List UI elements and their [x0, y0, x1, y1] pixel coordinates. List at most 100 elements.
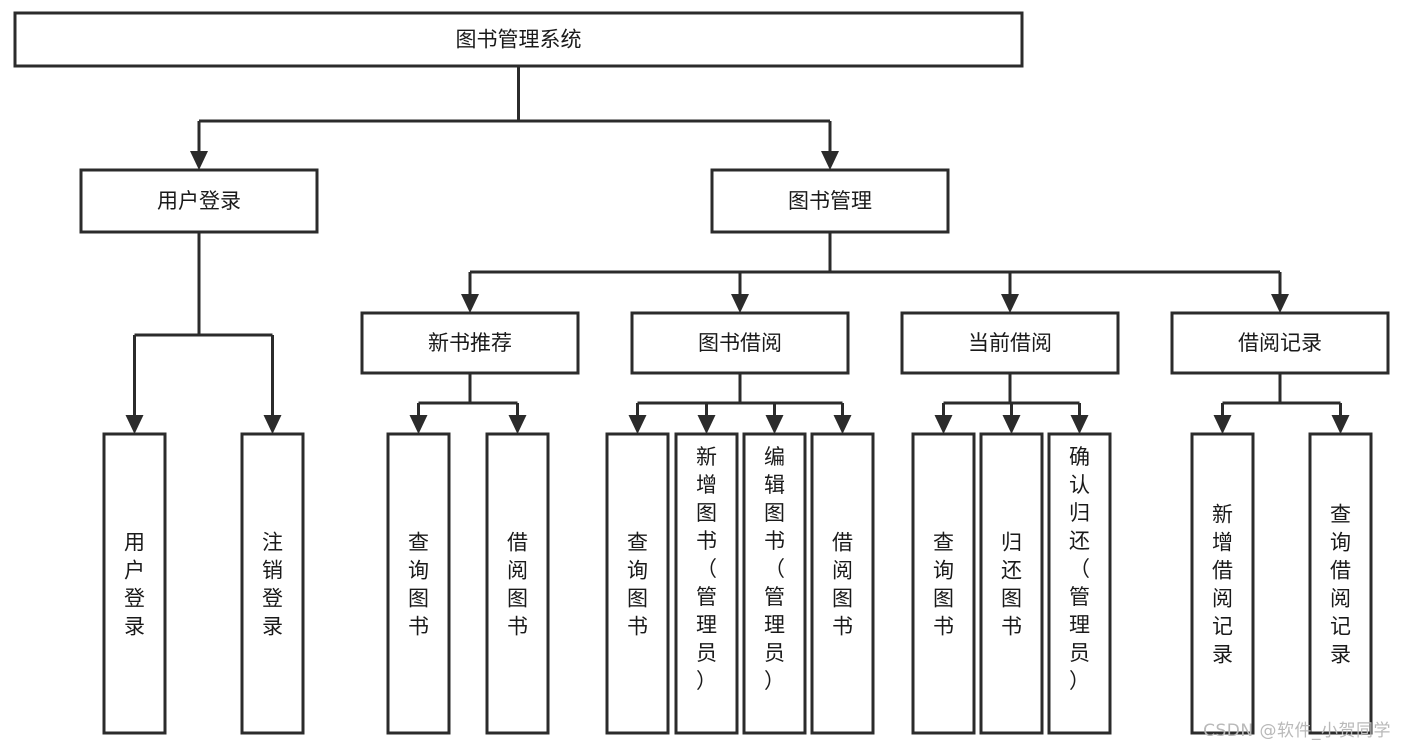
node-box-new-book-recommend[interactable] [360, 311, 580, 375]
node-box-leaf-user-login[interactable] [102, 432, 167, 735]
node-label-leaf-add-book-char: 管 [696, 585, 717, 609]
arrow-head-icon [1271, 294, 1289, 313]
node-label-leaf-query-book-2-char: 图 [627, 586, 648, 610]
node-label-leaf-edit-book-char: 书 [764, 529, 785, 553]
node-label-leaf-borrow-book-1-char: 书 [507, 614, 528, 638]
arrow-head-icon [731, 294, 749, 313]
arrow-head-icon [1213, 415, 1232, 434]
node-label-leaf-user-login-char: 录 [124, 614, 145, 638]
node-label-leaf-logout-char: 注 [262, 530, 283, 554]
arrow-head-icon [409, 415, 428, 434]
node-label-leaf-add-record-char: 增 [1212, 530, 1233, 554]
node-label-leaf-query-book-1-char: 书 [408, 614, 429, 638]
arrow-head-icon [697, 415, 716, 434]
node-box-leaf-query-book-2[interactable] [605, 432, 670, 735]
node-box-leaf-borrow-book-2[interactable] [810, 432, 875, 735]
node-label-leaf-confirm-return-char: 员 [1069, 641, 1090, 665]
node-label-leaf-query-record-char: 阅 [1330, 586, 1351, 610]
node-box-leaf-borrow-book-1[interactable] [485, 432, 550, 735]
node-box-borrow-records[interactable] [1170, 311, 1390, 375]
node-label-leaf-return-book-char: 书 [1001, 614, 1022, 638]
node-label-leaf-query-record-char: 查 [1330, 502, 1351, 526]
node-label-leaf-confirm-return-char: 管 [1069, 585, 1090, 609]
arrow-head-icon [190, 151, 208, 170]
node-label-leaf-borrow-book-1-char: 阅 [507, 558, 528, 582]
node-box-book-borrow[interactable] [630, 311, 850, 375]
csdn-watermark: CSDN @软件_小贺同学 [1203, 721, 1391, 741]
node-box-leaf-query-book-1[interactable] [386, 432, 451, 735]
node-label-leaf-query-book-3-char: 查 [933, 530, 954, 554]
node-label-leaf-confirm-return-char: 理 [1069, 613, 1090, 637]
node-label-leaf-query-book-1-char: 询 [408, 558, 429, 582]
node-box-root[interactable] [13, 11, 1024, 68]
node-label-leaf-add-book-char: 书 [696, 529, 717, 553]
node-label-leaf-add-record-char: 录 [1212, 642, 1233, 666]
node-label-leaf-user-login-char: 登 [124, 586, 145, 610]
arrow-head-icon [508, 415, 527, 434]
node-box-leaf-add-record[interactable] [1190, 432, 1255, 735]
arrow-head-icon [1001, 294, 1019, 313]
node-box-current-borrow[interactable] [900, 311, 1120, 375]
node-label-leaf-add-book-char: 理 [696, 613, 717, 637]
node-label-new-book-recommend: 新书推荐 [428, 331, 512, 355]
arrow-head-icon [461, 294, 479, 313]
node-label-leaf-query-book-2-char: 查 [627, 530, 648, 554]
node-label-leaf-borrow-book-2-char: 借 [832, 530, 853, 554]
node-label-leaf-query-book-3-char: 询 [933, 558, 954, 582]
arrow-head-icon [1070, 415, 1089, 434]
node-label-leaf-add-book-char: 新 [696, 445, 717, 469]
node-label-leaf-query-book-2-char: 询 [627, 558, 648, 582]
node-label-leaf-add-record-char: 借 [1212, 558, 1233, 582]
node-box-leaf-logout[interactable] [240, 432, 305, 735]
node-label-leaf-add-record-char: 新 [1212, 502, 1233, 526]
node-label-leaf-confirm-return-char: ） [1069, 669, 1090, 693]
arrow-head-icon [628, 415, 647, 434]
node-label-leaf-return-book-char: 归 [1001, 530, 1022, 554]
node-label-root: 图书管理系统 [456, 28, 582, 52]
node-label-leaf-query-book-1-char: 图 [408, 586, 429, 610]
node-layer: 图书管理系统用户登录图书管理新书推荐图书借阅当前借阅借阅记录用户登录注销登录查询… [13, 11, 1390, 735]
node-label-leaf-edit-book-char: ） [764, 669, 785, 693]
node-label-leaf-add-book-char: 图 [696, 501, 717, 525]
node-box-user-login[interactable] [79, 168, 319, 234]
node-label-leaf-add-book-char: 增 [696, 473, 717, 497]
node-box-book-management[interactable] [710, 168, 950, 234]
node-label-leaf-borrow-book-1-char: 借 [507, 530, 528, 554]
arrow-head-icon [263, 415, 282, 434]
arrow-head-icon [934, 415, 953, 434]
node-label-leaf-query-record-char: 录 [1330, 642, 1351, 666]
node-label-leaf-query-book-3-char: 图 [933, 586, 954, 610]
node-label-leaf-query-record-char: 记 [1330, 614, 1351, 638]
node-label-current-borrow: 当前借阅 [968, 331, 1052, 355]
node-label-leaf-edit-book-char: 图 [764, 501, 785, 525]
node-label-leaf-logout-char: 登 [262, 586, 283, 610]
arrow-head-icon [765, 415, 784, 434]
arrow-head-icon [1331, 415, 1350, 434]
node-box-leaf-edit-book[interactable] [742, 432, 807, 735]
node-label-user-login: 用户登录 [157, 189, 241, 213]
connector-layer [125, 66, 1350, 434]
node-box-leaf-return-book[interactable] [979, 432, 1044, 735]
node-label-leaf-add-record-char: 记 [1212, 614, 1233, 638]
node-box-leaf-query-record[interactable] [1308, 432, 1373, 735]
arrow-head-icon [833, 415, 852, 434]
node-label-leaf-edit-book-char: 员 [764, 641, 785, 665]
node-label-leaf-query-book-1-char: 查 [408, 530, 429, 554]
node-box-leaf-query-book-3[interactable] [911, 432, 976, 735]
node-label-borrow-records: 借阅记录 [1238, 331, 1322, 355]
node-label-leaf-query-book-2-char: 书 [627, 614, 648, 638]
node-label-leaf-edit-book-char: （ [764, 557, 785, 581]
node-label-leaf-edit-book-char: 理 [764, 613, 785, 637]
node-label-leaf-query-record-char: 借 [1330, 558, 1351, 582]
node-label-leaf-logout-char: 销 [262, 558, 283, 582]
node-label-book-management: 图书管理 [788, 189, 872, 213]
node-label-leaf-confirm-return-char: （ [1069, 557, 1090, 581]
node-box-leaf-confirm-return[interactable] [1047, 432, 1112, 735]
node-label-leaf-return-book-char: 图 [1001, 586, 1022, 610]
node-label-leaf-borrow-book-2-char: 图 [832, 586, 853, 610]
node-label-leaf-user-login-char: 用 [124, 530, 145, 554]
node-box-leaf-add-book[interactable] [674, 432, 739, 735]
node-label-leaf-add-book-char: ） [696, 669, 717, 693]
